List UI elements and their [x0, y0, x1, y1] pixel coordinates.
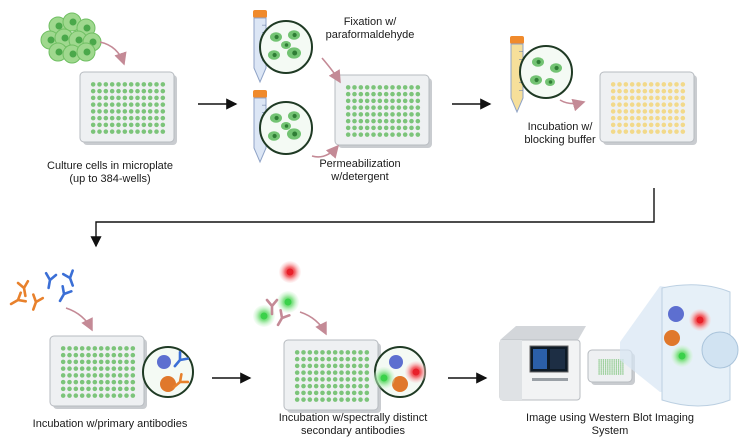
curved-arrow-4 [559, 98, 586, 112]
cell-cluster-icon [40, 12, 102, 64]
fixation-label: Fixation w/ paraformaldehyde [325, 16, 415, 41]
culture-microplate [79, 71, 177, 145]
imaging-label: Image using Western Blot Imaging System [526, 412, 694, 437]
blocking-tube [510, 36, 524, 114]
blocking-label: Incubation w/ blocking buffer [524, 121, 596, 146]
curved-arrow-3 [311, 144, 340, 159]
fixed-microplate [334, 74, 432, 148]
curved-arrow-2 [321, 57, 341, 84]
curved-arrow-1 [99, 41, 127, 66]
blocking-magnifier [519, 45, 573, 99]
secondary-label: Incubation w/spectrally distinct seconda… [278, 412, 428, 437]
permeabilization-label: Permeabilization w/detergent [319, 158, 401, 183]
primary-label: Incubation w/primary antibodies [32, 418, 188, 430]
curved-arrow-5 [65, 307, 93, 332]
imaging-system-icon [499, 326, 586, 401]
antibody-icon [44, 271, 58, 290]
secondary-microplate [283, 339, 381, 413]
primary-microplate [49, 335, 147, 409]
culture-label: Culture cells in microplate (up to 384-w… [47, 160, 173, 185]
blocked-microplate [599, 71, 697, 145]
fluorescent-antibody-icon [279, 261, 301, 283]
curved-arrow-6 [299, 311, 327, 336]
flow-arrow-connector [90, 188, 655, 248]
